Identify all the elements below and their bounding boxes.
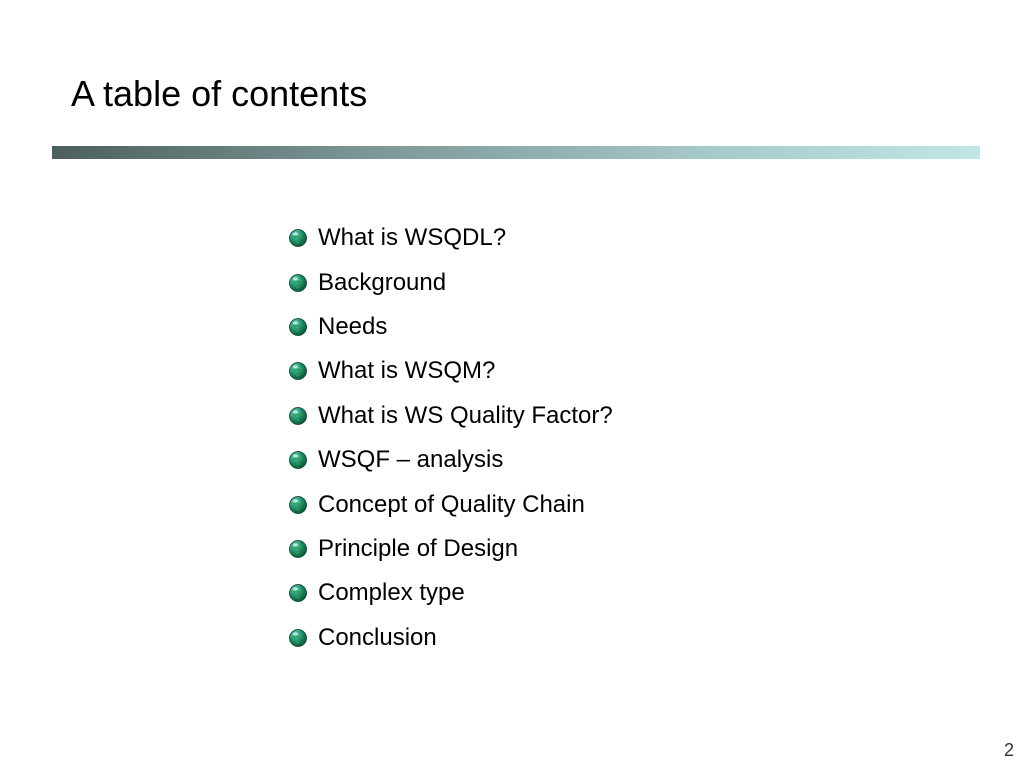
globe-bullet-icon xyxy=(288,361,308,381)
page-number: 2 xyxy=(1003,740,1014,760)
list-item: Conclusion xyxy=(288,616,613,660)
list-item-label: What is WSQM? xyxy=(318,357,496,385)
list-item-label: WSQF – analysis xyxy=(318,446,504,474)
list-item: Principle of Design xyxy=(288,527,613,571)
globe-bullet-icon xyxy=(288,539,308,559)
list-item-label: What is WSQDL? xyxy=(318,224,507,252)
globe-bullet-icon xyxy=(288,583,308,603)
slide-title: A table of contents xyxy=(71,73,368,114)
globe-bullet-icon xyxy=(288,495,308,515)
globe-bullet-icon xyxy=(288,273,308,293)
list-item-label: Needs xyxy=(318,312,388,340)
list-item: WSQF – analysis xyxy=(288,438,613,482)
table-of-contents-list: What is WSQDL? Background Needs What is … xyxy=(288,216,613,660)
globe-bullet-icon xyxy=(288,406,308,426)
globe-bullet-icon xyxy=(288,317,308,337)
title-divider xyxy=(52,146,980,159)
list-item-label: What is WS Quality Factor? xyxy=(318,401,613,429)
list-item-label: Conclusion xyxy=(318,623,437,651)
list-item-label: Background xyxy=(318,268,447,296)
list-item: What is WSQDL? xyxy=(288,216,613,260)
globe-bullet-icon xyxy=(288,228,308,248)
list-item-label: Principle of Design xyxy=(318,534,519,562)
list-item: What is WS Quality Factor? xyxy=(288,394,613,438)
list-item-label: Concept of Quality Chain xyxy=(318,490,585,518)
list-item: What is WSQM? xyxy=(288,349,613,393)
list-item: Background xyxy=(288,260,613,304)
list-item: Complex type xyxy=(288,571,613,615)
list-item-label: Complex type xyxy=(318,579,465,607)
globe-bullet-icon xyxy=(288,628,308,648)
list-item: Concept of Quality Chain xyxy=(288,482,613,526)
globe-bullet-icon xyxy=(288,450,308,470)
list-item: Needs xyxy=(288,305,613,349)
